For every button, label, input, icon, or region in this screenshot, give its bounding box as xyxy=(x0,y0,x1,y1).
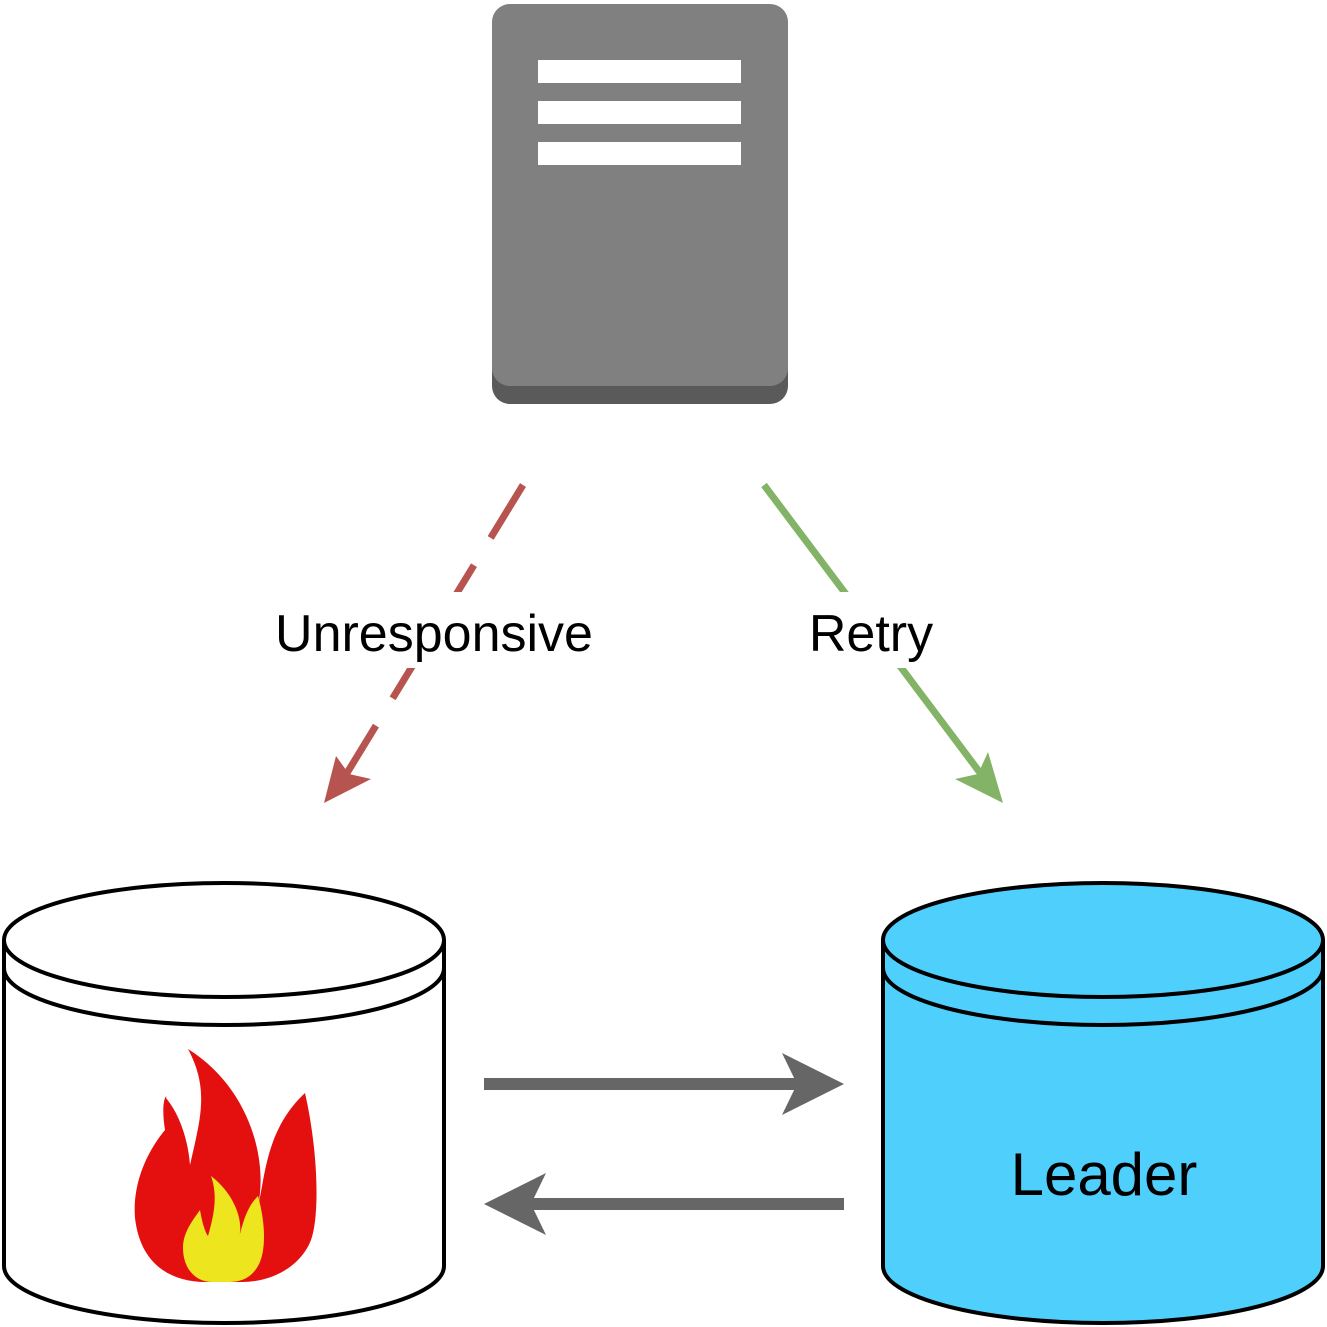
replication-arrow-left xyxy=(484,1173,844,1235)
retry-label: Retry xyxy=(809,605,933,663)
server-icon[interactable] xyxy=(492,4,788,404)
replication-arrow-right xyxy=(484,1053,844,1115)
unresponsive-label-bg xyxy=(258,592,610,668)
leader-database[interactable] xyxy=(881,881,1325,1325)
leader-label: Leader xyxy=(1011,1141,1198,1208)
unresponsive-arrow xyxy=(324,483,526,803)
retry-label-bg xyxy=(798,592,944,668)
unresponsive-label: Unresponsive xyxy=(275,605,593,663)
fire-icon xyxy=(134,1049,317,1282)
